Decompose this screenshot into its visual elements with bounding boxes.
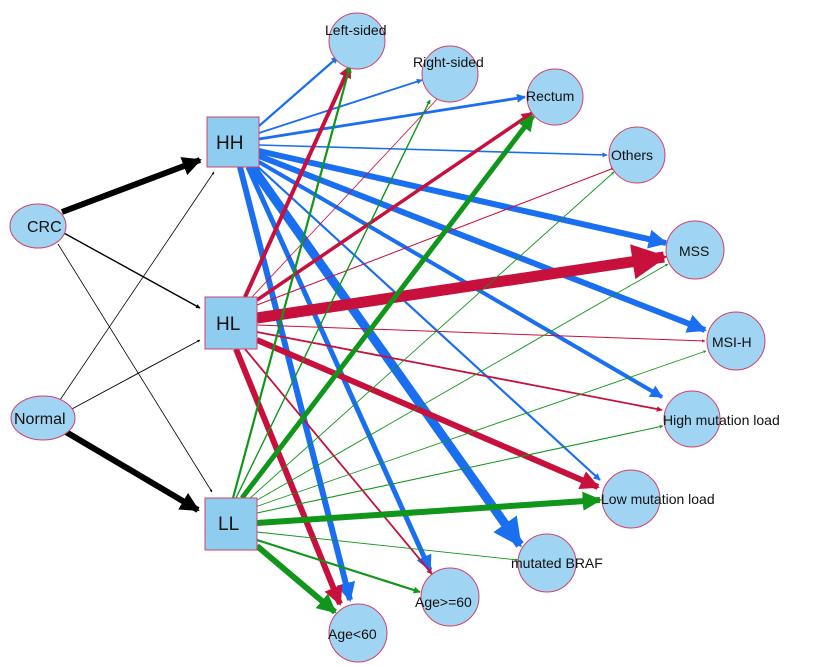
edge-ll-mutated-braf — [256, 531, 519, 562]
node-age-lt60[interactable]: Age<60 — [328, 603, 388, 663]
edge-hh-left-sided — [258, 56, 339, 127]
node-age-ge60-label: Age>=60 — [415, 594, 472, 610]
edge-ll-mss — [251, 263, 669, 504]
node-low-mutation-load-label: Low mutation load — [601, 491, 715, 507]
node-left-sided[interactable]: Left-sided — [325, 12, 386, 70]
node-right-sided-label: Right-sided — [413, 54, 484, 70]
edge-hh-msi-h — [257, 153, 707, 333]
edge-hh-age-lt60 — [237, 166, 356, 602]
edge-hl-high-mutation-load — [256, 331, 663, 412]
edge-ll-right-sided — [235, 99, 431, 499]
edge-ll-msi-h — [254, 350, 707, 508]
edge-crc-hh — [60, 157, 202, 215]
edge-crc-hl — [61, 231, 201, 309]
node-others-label: Others — [611, 147, 653, 163]
edge-hl-age-ge60 — [244, 348, 433, 575]
node-high-mutation-load[interactable]: High mutation load — [663, 390, 780, 448]
node-crc[interactable]: CRC — [9, 203, 67, 249]
edge-hl-msi-h — [256, 324, 706, 343]
edge-hh-right-sided — [258, 78, 423, 134]
node-crc-label: CRC — [27, 219, 62, 236]
edge-hl-mss — [256, 244, 668, 324]
node-mss[interactable]: MSS — [665, 220, 725, 280]
edge-normal-hl — [69, 339, 201, 411]
node-rectum[interactable]: Rectum — [526, 68, 584, 126]
node-msi-h[interactable]: MSI-H — [706, 311, 766, 371]
node-mss-label: MSS — [679, 243, 709, 259]
node-low-mutation-load[interactable]: Low mutation load — [601, 469, 715, 529]
node-age-lt60-label: Age<60 — [328, 626, 377, 642]
edge-ll-age-lt60 — [255, 543, 337, 615]
edges-layer — [57, 56, 707, 615]
node-hl[interactable]: HL — [204, 296, 258, 350]
edge-crc-ll — [57, 243, 213, 493]
node-age-ge60[interactable]: Age>=60 — [415, 567, 480, 627]
node-hh-label: HH — [216, 133, 243, 154]
node-ll-label: LL — [218, 514, 239, 535]
node-mutated-braf-label: mutated BRAF — [511, 555, 603, 571]
node-hh[interactable]: HH — [206, 116, 260, 168]
edge-ll-high-mutation-load — [256, 424, 664, 514]
edge-hh-low-mutation-load — [256, 165, 601, 481]
node-left-sided-label: Left-sided — [325, 22, 386, 38]
edge-normal-ll — [64, 429, 200, 513]
node-ll[interactable]: LL — [204, 497, 258, 551]
edge-ll-low-mutation-load — [256, 491, 602, 526]
edge-ll-others — [247, 171, 615, 501]
edge-ll-rectum — [240, 114, 535, 500]
node-normal-label: Normal — [14, 411, 66, 428]
edge-ll-left-sided — [231, 65, 352, 499]
edge-hl-others — [256, 167, 615, 306]
edge-hl-left-sided — [243, 64, 352, 298]
edge-hh-rectum — [258, 93, 526, 141]
edge-hl-right-sided — [251, 95, 441, 298]
node-mutated-braf[interactable]: mutated BRAF — [511, 533, 603, 593]
edge-normal-hh — [59, 171, 215, 401]
node-normal[interactable]: Normal — [10, 395, 76, 441]
node-right-sided[interactable]: Right-sided — [413, 45, 484, 103]
node-rectum-label: Rectum — [526, 88, 574, 104]
edge-hl-rectum — [256, 111, 533, 302]
edge-hh-mss — [258, 148, 668, 249]
node-msi-h-label: MSI-H — [712, 334, 752, 350]
edge-hh-high-mutation-load — [257, 160, 664, 399]
node-high-mutation-load-label: High mutation load — [663, 412, 780, 428]
node-hl-label: HL — [216, 314, 240, 335]
edge-ll-age-ge60 — [256, 538, 421, 594]
edge-hh-others — [258, 144, 608, 158]
edge-hl-low-mutation-load — [255, 337, 600, 490]
node-others[interactable]: Others — [608, 126, 666, 184]
